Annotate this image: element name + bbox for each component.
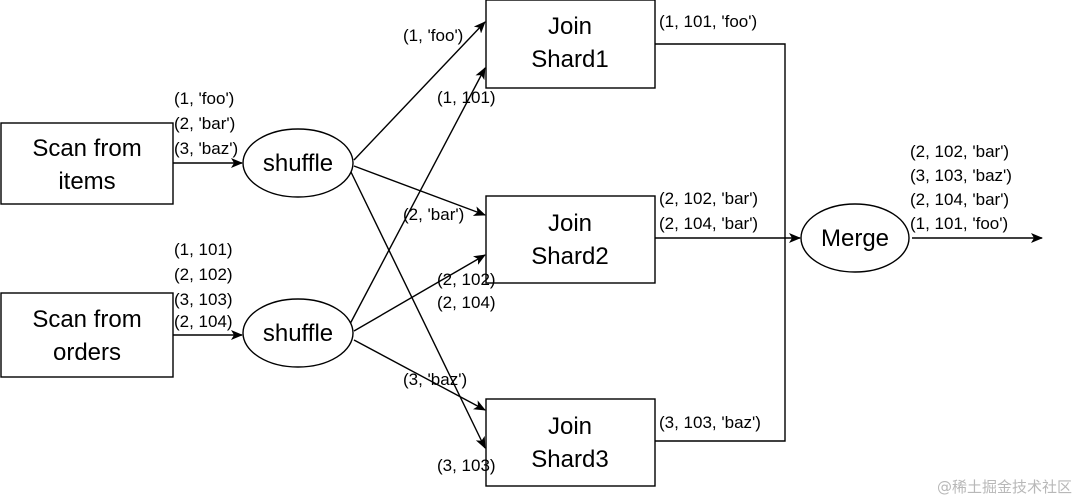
- node-merge: Merge: [800, 203, 910, 273]
- join3-orders-label: (3, 103): [437, 456, 496, 475]
- node-join-shard2: Join Shard2: [485, 195, 656, 284]
- watermark: @稀土掘金技术社区: [937, 478, 1072, 496]
- items-row-label: (3, 'baz'): [174, 139, 238, 158]
- merge-label: Merge: [821, 225, 889, 252]
- scan-orders-label-line2: orders: [53, 339, 121, 366]
- join2-output-label: (2, 104, 'bar'): [659, 214, 758, 233]
- edge-shuffle-top-to-join2: [353, 165, 486, 216]
- join2-items-label: (2, 'bar'): [403, 205, 464, 224]
- items-row-label: (2, 'bar'): [174, 114, 235, 133]
- orders-row-label: (1, 101): [174, 240, 233, 259]
- node-scan-items: Scan from items: [0, 122, 174, 205]
- join3-label-line2: Shard3: [531, 446, 608, 473]
- join2-orders-label: (2, 104): [437, 293, 496, 312]
- join1-orders-label: (1, 101): [437, 88, 496, 107]
- edge-labels: (1, 'foo') (2, 'bar') (3, 'baz') (1, 101…: [174, 12, 1012, 475]
- merge-output-label: (3, 103, 'baz'): [910, 166, 1012, 185]
- scan-items-label-line1: Scan from: [32, 135, 141, 162]
- edge-join1-to-merge: [655, 43, 786, 238]
- edge-shuffle-bottom-to-join3: [353, 339, 486, 411]
- orders-row-label: (2, 104): [174, 312, 233, 331]
- merge-output-label: (1, 101, 'foo'): [910, 214, 1008, 233]
- node-join-shard3: Join Shard3: [485, 398, 656, 487]
- join3-items-label: (3, 'baz'): [403, 370, 467, 389]
- node-shuffle-bottom: shuffle: [242, 298, 354, 368]
- edges: [173, 21, 1043, 449]
- orders-row-label: (3, 103): [174, 290, 233, 309]
- join2-label-line1: Join: [548, 210, 592, 237]
- items-row-label: (1, 'foo'): [174, 89, 234, 108]
- node-join-shard1: Join Shard1: [485, 0, 656, 89]
- shuffle-top-label: shuffle: [263, 150, 333, 177]
- scan-items-label-line2: items: [58, 168, 115, 195]
- join1-label-line2: Shard1: [531, 46, 608, 73]
- edge-shuffle-bottom-to-join1: [349, 67, 486, 325]
- join3-label-line1: Join: [548, 413, 592, 440]
- edge-shuffle-top-to-join1: [353, 21, 486, 161]
- edge-shuffle-top-to-join3: [349, 169, 486, 449]
- join1-output-label: (1, 101, 'foo'): [659, 12, 757, 31]
- orders-row-label: (2, 102): [174, 265, 233, 284]
- join2-label-line2: Shard2: [531, 243, 608, 270]
- join3-output-label: (3, 103, 'baz'): [659, 413, 761, 432]
- edge-join3-to-merge: [655, 238, 786, 442]
- join2-output-label: (2, 102, 'bar'): [659, 189, 758, 208]
- node-shuffle-top: shuffle: [242, 128, 354, 198]
- merge-output-label: (2, 104, 'bar'): [910, 190, 1009, 209]
- join1-items-label: (1, 'foo'): [403, 26, 463, 45]
- merge-output-label: (2, 102, 'bar'): [910, 142, 1009, 161]
- shuffle-bottom-label: shuffle: [263, 320, 333, 347]
- join1-label-line1: Join: [548, 13, 592, 40]
- join2-orders-label: (2, 102): [437, 270, 496, 289]
- edge-shuffle-bottom-to-join2: [353, 254, 486, 332]
- scan-orders-label-line1: Scan from: [32, 306, 141, 333]
- node-scan-orders: Scan from orders: [0, 292, 174, 378]
